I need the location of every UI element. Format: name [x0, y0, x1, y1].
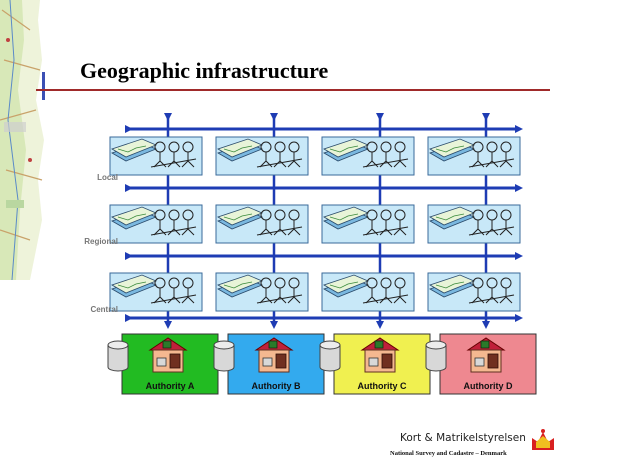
- authority-boxes: Authority A Authority B Authority C Authori…: [107, 333, 537, 395]
- authority-label: Authority D: [464, 381, 513, 391]
- network-nodes: [109, 136, 521, 312]
- slide-title: Geographic infrastructure: [80, 58, 329, 83]
- node-central-2: [215, 272, 309, 312]
- node-local-2: [215, 136, 309, 176]
- node-regional-2: [215, 204, 309, 244]
- crown-emblem-icon: [532, 429, 554, 450]
- agency-logo: Kort & Matrikelstyrelsen National Survey…: [390, 428, 570, 464]
- authority-label: Authority A: [146, 381, 195, 391]
- logo-name: Kort & Matrikelstyrelsen: [400, 432, 526, 444]
- authority-label: Authority B: [252, 381, 301, 391]
- node-local-4: [427, 136, 521, 176]
- node-regional-1: [109, 204, 203, 244]
- node-local-1: [109, 136, 203, 176]
- authority-label: Authority C: [358, 381, 407, 391]
- authority-b: Authority B: [213, 333, 325, 395]
- database-icon: [319, 340, 341, 372]
- node-local-3: [321, 136, 415, 176]
- title-accent-bar: [42, 72, 45, 100]
- horizontal-links: [125, 125, 523, 322]
- logo-subtitle: National Survey and Cadastre – Denmark: [390, 450, 507, 457]
- level-label-local: Local: [97, 173, 118, 182]
- node-regional-3: [321, 204, 415, 244]
- database-icon: [107, 340, 129, 372]
- node-central-1: [109, 272, 203, 312]
- node-central-3: [321, 272, 415, 312]
- authority-a: Authority A: [107, 333, 219, 395]
- authority-d: Authority D: [425, 333, 537, 395]
- map-strip-image: [0, 0, 46, 280]
- level-label-central: Central: [90, 305, 118, 314]
- authority-c: Authority C: [319, 333, 431, 395]
- node-central-4: [427, 272, 521, 312]
- title-rule: [36, 89, 550, 91]
- level-label-regional: Regional: [84, 237, 118, 246]
- node-regional-4: [427, 204, 521, 244]
- database-icon: [425, 340, 447, 372]
- database-icon: [213, 340, 235, 372]
